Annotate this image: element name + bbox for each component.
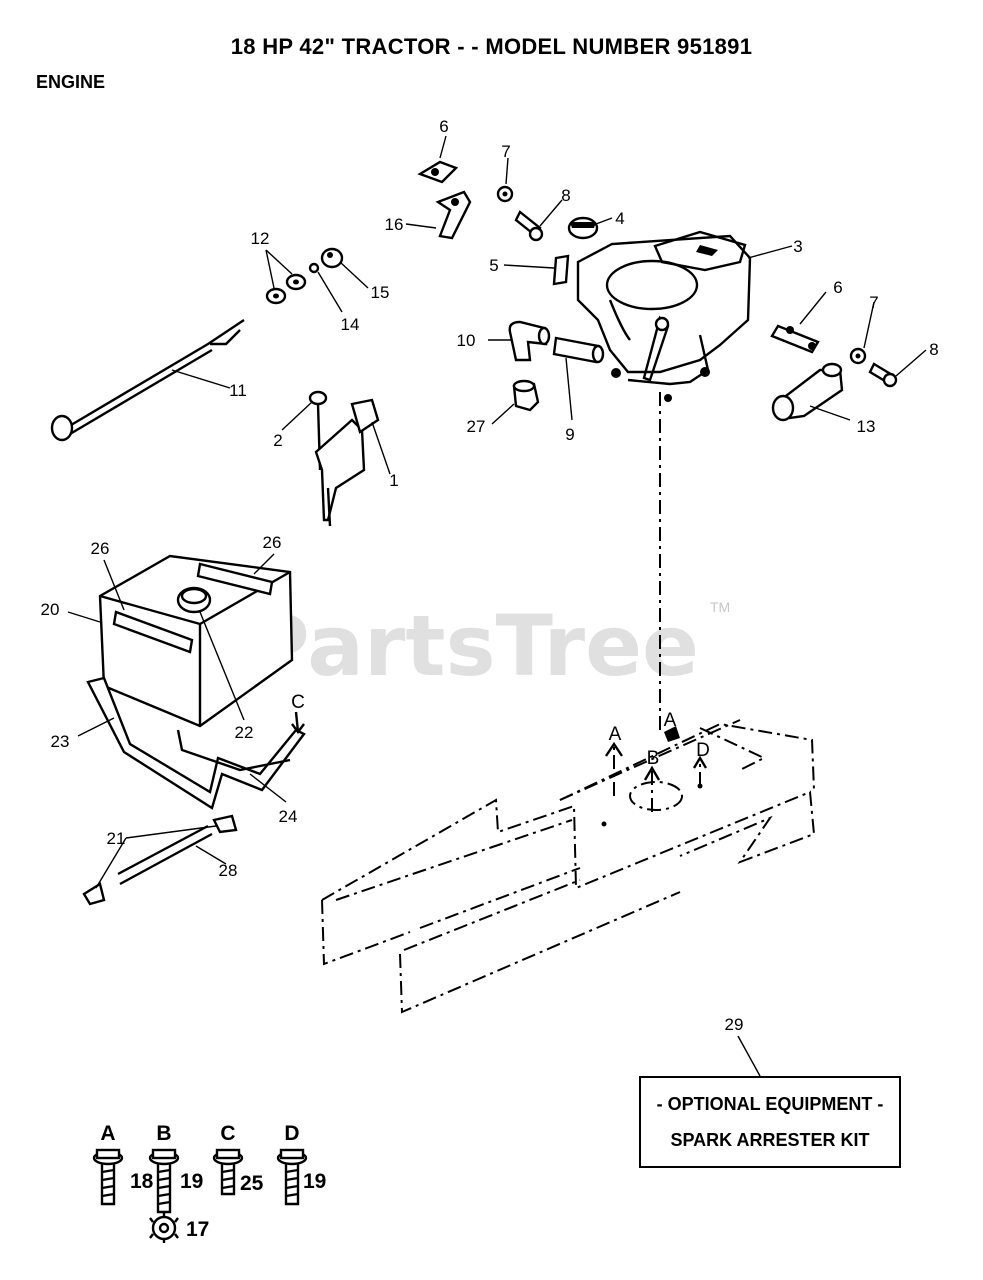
callout-11: 11: [229, 381, 247, 400]
part-26-strip-right[interactable]: [196, 562, 274, 596]
bolt-letter-c: C: [220, 1122, 235, 1145]
optional-equipment-box: - OPTIONAL EQUIPMENT - SPARK ARRESTER KI…: [639, 1076, 901, 1168]
part-22-fuel-cap[interactable]: [176, 586, 212, 614]
callout-15: 15: [371, 283, 390, 302]
bolt-num-d: 19: [303, 1170, 326, 1193]
section-label: ENGINE: [36, 72, 106, 92]
bolt-num-a: 18: [130, 1170, 154, 1193]
part-8-bolt-right[interactable]: [868, 362, 898, 388]
part-2-knob[interactable]: [308, 390, 328, 471]
part-27-plug[interactable]: [512, 379, 540, 412]
part-12-washers[interactable]: [265, 273, 307, 305]
part-24-strap[interactable]: [176, 729, 291, 772]
part-7-nut-right[interactable]: [849, 347, 867, 365]
callout-1: 1: [389, 471, 398, 490]
bolt-num-c: 25: [240, 1172, 264, 1195]
watermark-tm: TM: [710, 599, 730, 615]
callout-24: 24: [279, 807, 298, 826]
optional-equipment-label: - OPTIONAL EQUIPMENT -: [657, 1094, 884, 1114]
bolt-letter-a: A: [100, 1122, 115, 1145]
frame-label-c: C: [291, 692, 305, 713]
callout-27: 27: [467, 417, 486, 436]
part-6-clamp-right[interactable]: [770, 324, 820, 354]
part-14-clip[interactable]: [308, 262, 320, 274]
callout-26-left: 26: [91, 539, 110, 558]
callout-12: 12: [251, 229, 270, 248]
callout-8-top: 8: [561, 186, 570, 205]
bolt-letter-b: B: [156, 1122, 171, 1145]
bolt-b-icon: [148, 1148, 180, 1214]
callout-26-right: 26: [263, 533, 282, 552]
leader-lines: [67, 135, 927, 1077]
part-6-clamp-top[interactable]: [417, 160, 459, 184]
callout-28: 28: [219, 861, 238, 880]
bolt-letter-d: D: [284, 1122, 299, 1145]
part-callouts: 6 7 8 4 16 5 3 6 7 8 10 9 27 13 12 14 15…: [41, 117, 939, 1034]
callout-6-right: 6: [833, 278, 842, 297]
callout-7-right: 7: [869, 293, 878, 312]
callout-20: 20: [41, 600, 60, 619]
callout-5: 5: [489, 256, 498, 275]
frame-letter-labels: A A B C D: [291, 692, 710, 769]
washer-num: 17: [186, 1218, 209, 1241]
part-4-oil-cap[interactable]: [567, 216, 599, 240]
callout-29: 29: [725, 1015, 744, 1034]
callout-2: 2: [273, 431, 282, 450]
part-10-elbow[interactable]: [508, 320, 551, 362]
part-5-bracket[interactable]: [552, 254, 570, 286]
callout-6-top: 6: [439, 117, 448, 136]
callout-10: 10: [457, 331, 476, 350]
frame-label-d: D: [696, 740, 710, 761]
part-15-nut[interactable]: [320, 247, 344, 269]
callout-22: 22: [235, 723, 254, 742]
part-26-strip-left[interactable]: [112, 610, 194, 654]
part-11-throttle-cable[interactable]: [50, 319, 245, 442]
callout-9: 9: [565, 425, 574, 444]
frame-label-a-right: A: [664, 710, 677, 731]
callout-3: 3: [793, 237, 802, 256]
spark-arrester-label: SPARK ARRESTER KIT: [670, 1130, 869, 1150]
callout-8-right: 8: [929, 340, 938, 359]
callout-7-top: 7: [501, 142, 510, 161]
callout-16: 16: [385, 215, 404, 234]
frame-label-b: B: [647, 748, 660, 769]
callout-23: 23: [51, 732, 70, 751]
bolt-a-icon: [92, 1148, 124, 1206]
part-9-pipe[interactable]: [552, 336, 605, 364]
engine-part-3[interactable]: [576, 230, 752, 402]
frame-arrows: [291, 711, 708, 812]
part-28-fuel-hose[interactable]: [117, 824, 213, 886]
frame-label-a-left: A: [609, 724, 622, 745]
callout-21: 21: [107, 829, 126, 848]
part-13-muffler[interactable]: [771, 362, 844, 422]
part-21-hose-clamps[interactable]: [82, 814, 238, 906]
part-8-bolt-top[interactable]: [514, 210, 544, 242]
bolt-num-b: 19: [180, 1170, 203, 1193]
tractor-frame-outline: [321, 719, 816, 1014]
callout-13: 13: [857, 417, 876, 436]
callout-4: 4: [615, 209, 624, 228]
bolt-key: A B C D: [92, 1122, 326, 1243]
lock-washer-icon: [149, 1213, 179, 1243]
bolt-c-icon: [212, 1148, 244, 1196]
watermark: PartsTree: [248, 597, 699, 695]
part-16-bracket[interactable]: [435, 190, 472, 240]
part-1-control-bracket[interactable]: [314, 398, 380, 527]
part-7-nut-top[interactable]: [496, 185, 514, 203]
diagram-title: 18 HP 42" TRACTOR - - MODEL NUMBER 95189…: [230, 34, 753, 59]
bolt-d-icon: [276, 1148, 308, 1206]
callout-14: 14: [341, 315, 360, 334]
